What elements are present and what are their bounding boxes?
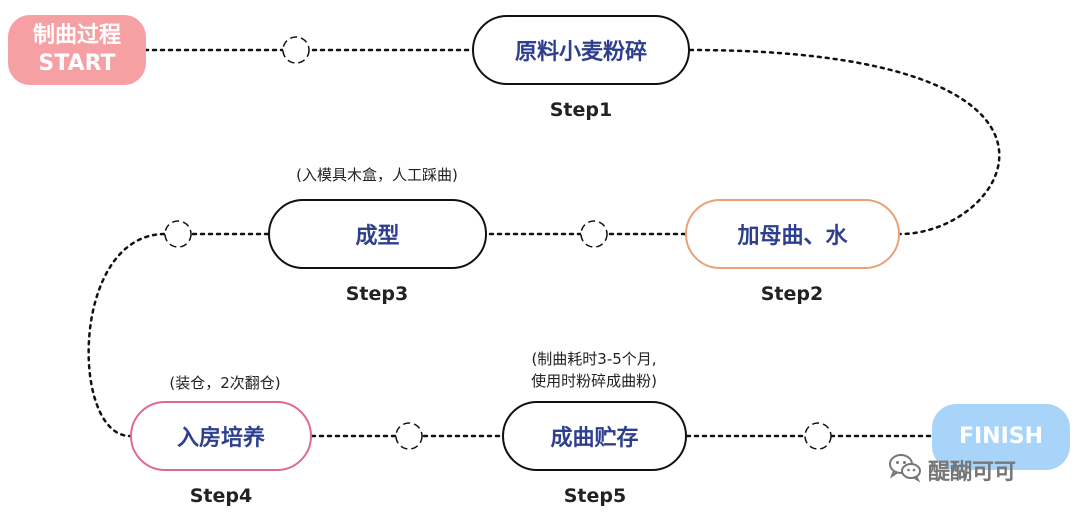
junction-circle (282, 36, 310, 64)
start-title: 制曲过程 (32, 23, 121, 48)
step5-note-line2: 使用时粉碎成曲粉) (531, 372, 657, 390)
step1-node: 原料小麦粉碎 (472, 15, 690, 85)
wechat-icon (888, 452, 922, 488)
junction-circle (395, 422, 423, 450)
step5-note: (制曲耗时3-5个月, 使用时粉碎成曲粉) (494, 348, 694, 392)
step5-note-line1: (制曲耗时3-5个月, (531, 350, 657, 368)
junction-circle (580, 220, 608, 248)
step5-node: 成曲贮存 (502, 401, 687, 471)
start-terminal: 制曲过程 START (8, 15, 146, 85)
step3-caption: Step3 (345, 283, 409, 305)
step4-caption: Step4 (189, 485, 253, 507)
watermark-text: 醍醐可可 (928, 460, 1017, 485)
step2-caption: Step2 (760, 283, 824, 305)
step4-node: 入房培养 (130, 401, 312, 471)
step1-caption: Step1 (549, 99, 613, 121)
step4-label: 入房培养 (176, 426, 265, 451)
step2-node: 加母曲、水 (685, 199, 900, 269)
step1-label: 原料小麦粉碎 (514, 40, 647, 65)
junction-circle (804, 422, 832, 450)
step4-note: (装仓，2次翻仓) (169, 374, 281, 392)
finish-terminal: FINISH (932, 404, 1070, 470)
step3-label: 成型 (355, 224, 400, 249)
connector-step1-step2 (688, 48, 1001, 236)
step3-note: (入模具木盒，人工踩曲) (296, 166, 458, 184)
step3-node: 成型 (268, 199, 487, 269)
junction-circle (164, 220, 192, 248)
finish-label: FINISH (958, 424, 1044, 449)
start-label: START (38, 51, 116, 76)
step5-label: 成曲贮存 (550, 426, 639, 451)
step5-caption: Step5 (563, 485, 627, 507)
watermark: 醍醐可可 (888, 452, 1016, 488)
step2-label: 加母曲、水 (737, 224, 848, 249)
connector-step3-step4 (87, 232, 270, 438)
